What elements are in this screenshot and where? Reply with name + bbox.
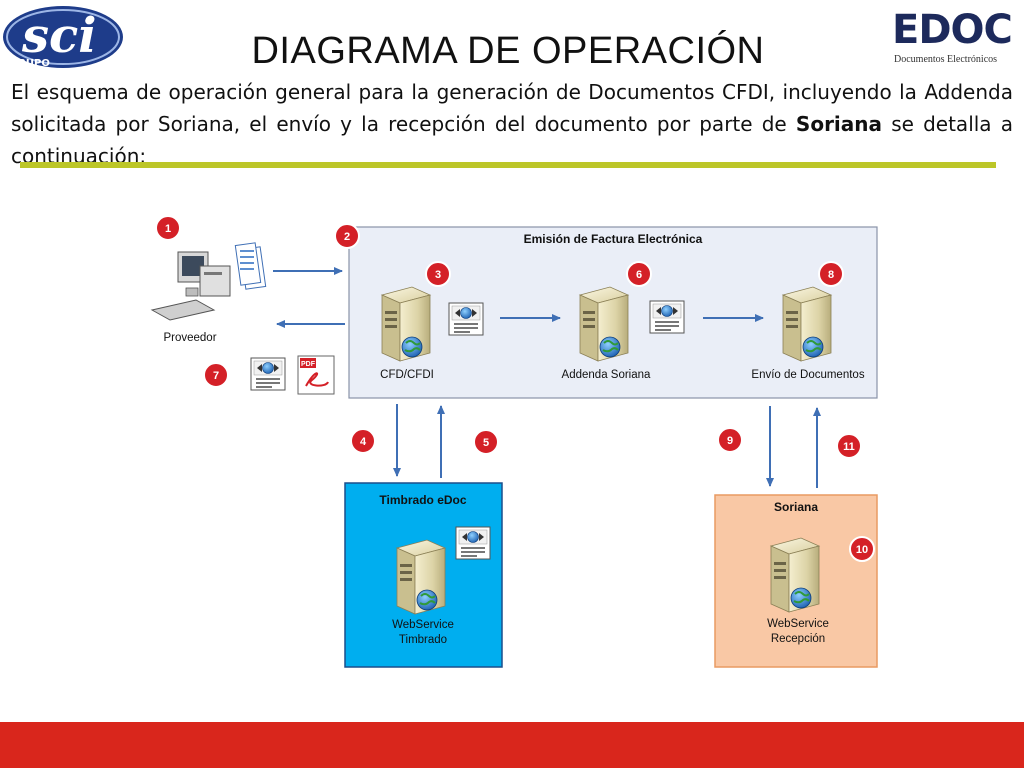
- computer-icon: [150, 251, 231, 321]
- step-badge-6-number: 6: [636, 269, 642, 281]
- step-badge-4: 4: [350, 428, 376, 454]
- server-icon: [770, 537, 820, 613]
- intro-text-part1: El esquema de operación general para la …: [11, 80, 1013, 136]
- step-badge-8: 8: [818, 261, 844, 287]
- step-badge-2-number: 2: [344, 231, 350, 243]
- certificate-icon: [649, 300, 685, 334]
- proveedor-label: Proveedor: [163, 332, 216, 344]
- timbrado-ws-line2: Timbrado: [399, 634, 447, 646]
- soriana-ws-line2: Recepción: [771, 633, 825, 645]
- step-badge-10: 10: [849, 536, 875, 562]
- documents-icon: [234, 242, 267, 290]
- server-icon: [579, 286, 629, 362]
- server-cfd-label: CFD/CFDI: [380, 369, 434, 381]
- step-badge-8-number: 8: [828, 269, 834, 281]
- step-badge-11-number: 11: [843, 441, 855, 453]
- title-underline-rule: [20, 162, 996, 168]
- step-badge-7-number: 7: [213, 370, 219, 382]
- pdf-document-icon: PDF: [297, 355, 335, 395]
- server-envio-label: Envío de Documentos: [751, 369, 864, 381]
- pdf-icon-label: PDF: [301, 361, 316, 368]
- operation-diagram: Emisión de Factura Electrónica Timbrado …: [150, 215, 878, 668]
- intro-paragraph: El esquema de operación general para la …: [11, 76, 1013, 172]
- step-badge-5: 5: [473, 429, 499, 455]
- logo-sci-text: sci: [21, 8, 96, 64]
- certificate-icon: [448, 302, 484, 336]
- server-icon: [782, 286, 832, 362]
- step-badge-9-number: 9: [727, 435, 733, 447]
- certificate-icon: [455, 526, 491, 560]
- step-badge-10-number: 10: [856, 544, 868, 556]
- server-addenda-label: Addenda Soriana: [562, 369, 651, 381]
- server-icon: [381, 286, 431, 362]
- step-badge-3-number: 3: [435, 269, 441, 281]
- server-icon: [396, 539, 446, 615]
- edoc-logo-subtext: Documentos Electrónicos: [894, 54, 998, 65]
- soriana-box-title: Soriana: [774, 500, 818, 514]
- step-badge-6: 6: [626, 261, 652, 287]
- footer-band: [0, 722, 1024, 768]
- step-badge-4-number: 4: [360, 436, 367, 448]
- step-badge-1-number: 1: [165, 223, 171, 235]
- step-badge-3: 3: [425, 261, 451, 287]
- step-badge-9: 9: [717, 427, 743, 453]
- soriana-ws-line1: WebService: [767, 618, 829, 630]
- logo-sci-subtext: GRUPO: [10, 58, 50, 69]
- timbrado-ws-line1: WebService: [392, 619, 454, 631]
- xml-certificate-icon: [250, 357, 286, 391]
- grupo-sci-logo: sci GRUPO: [3, 6, 123, 69]
- step-badge-7: 7: [203, 362, 229, 388]
- intro-text-bold: Soriana: [795, 112, 883, 136]
- edoc-logo: EDOC Documentos Electrónicos: [890, 8, 1022, 70]
- timbrado-box-title: Timbrado eDoc: [379, 493, 466, 507]
- step-badge-5-number: 5: [483, 437, 489, 449]
- page-title: DIAGRAMA DE OPERACIÓN: [251, 30, 765, 72]
- edoc-logo-text: EDOC: [892, 7, 1013, 53]
- step-badge-11: 11: [836, 433, 862, 459]
- step-badge-1: 1: [155, 215, 181, 241]
- emision-box-title: Emisión de Factura Electrónica: [524, 232, 703, 246]
- step-badge-2: 2: [334, 223, 360, 249]
